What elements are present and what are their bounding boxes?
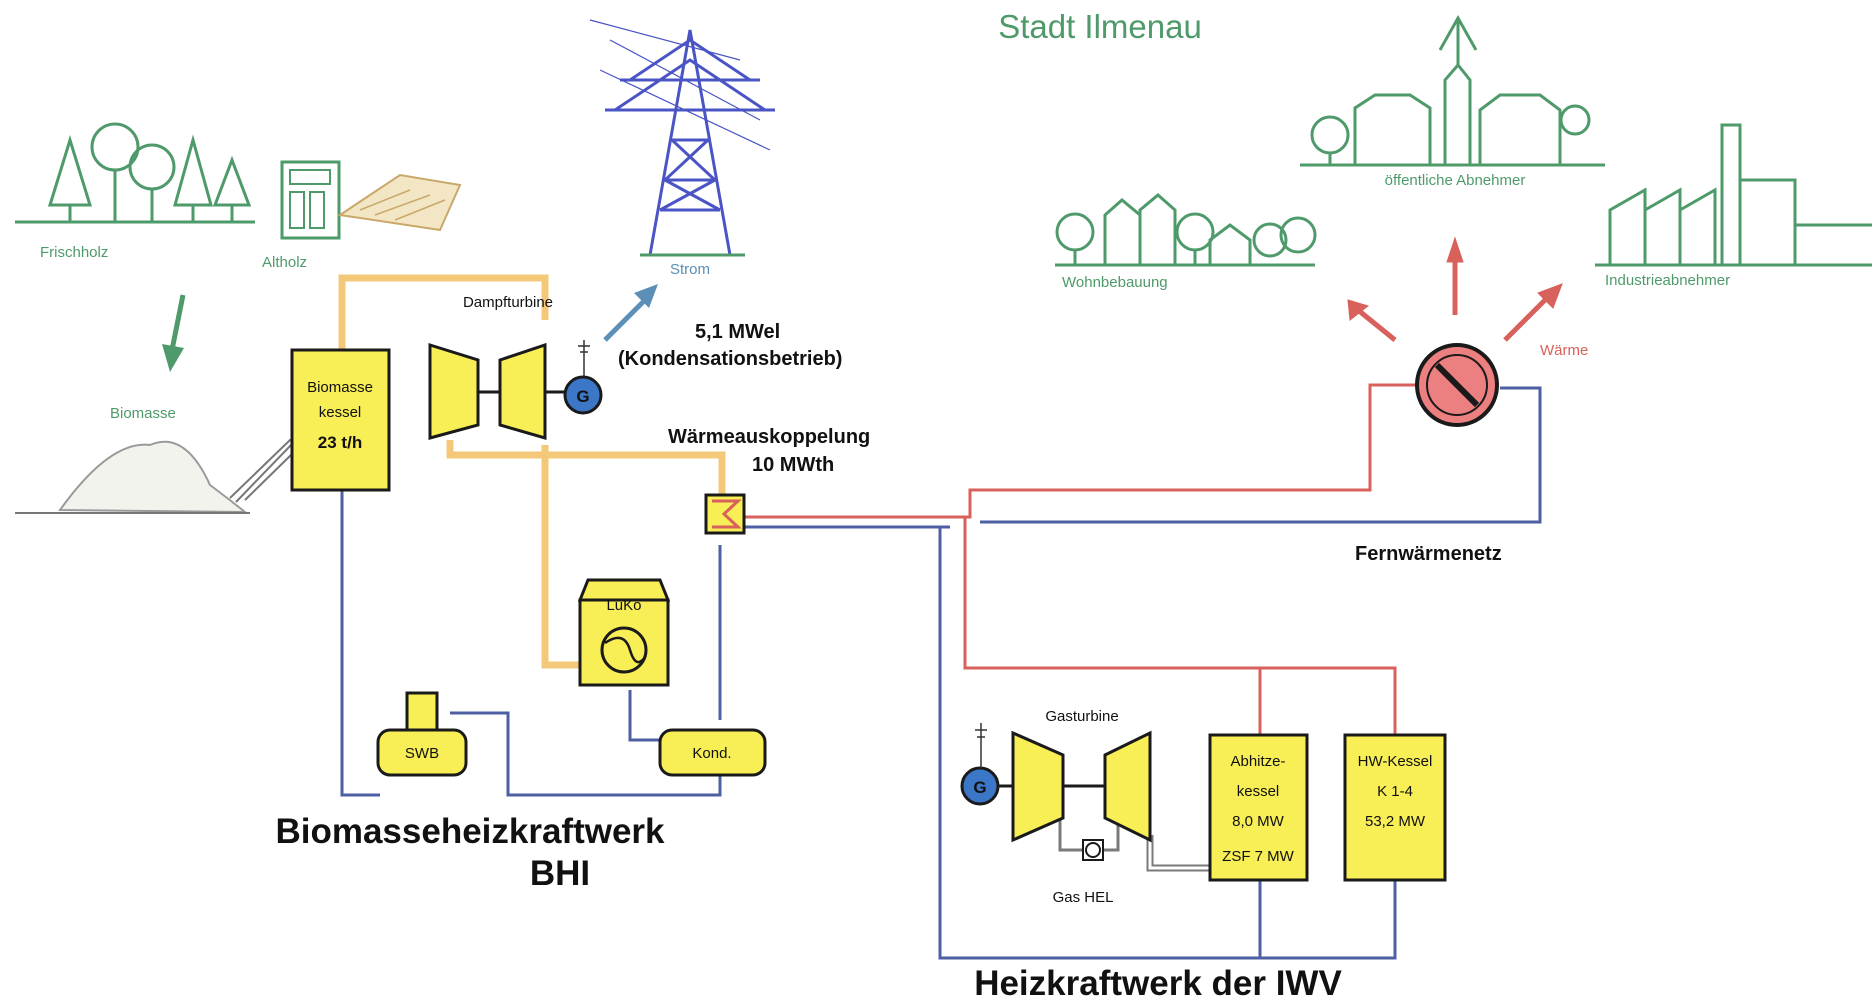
swb-tank bbox=[376, 691, 468, 777]
biomass-arrow-icon bbox=[162, 294, 186, 372]
hw-label-3: 53,2 MW bbox=[1365, 813, 1426, 830]
district-heat-exchanger-icon bbox=[1415, 343, 1499, 427]
steam-turbine-icon bbox=[428, 342, 565, 440]
abhitze-label-2: kessel bbox=[1237, 783, 1280, 800]
fernwaermenetz-label: Fernwärmenetz bbox=[1355, 543, 1502, 565]
oeffentliche-label: öffentliche Abnehmer bbox=[1385, 172, 1526, 189]
swb-label: SWB bbox=[405, 745, 439, 762]
supply-line-main bbox=[745, 383, 1415, 519]
waste-heat-boiler-box bbox=[1208, 733, 1309, 882]
frischholz-label: Frischholz bbox=[40, 244, 108, 261]
kond-label: Kond. bbox=[692, 745, 731, 762]
heat-extraction-label: Wärmeauskoppelung bbox=[668, 426, 870, 448]
return-line-net bbox=[980, 386, 1542, 524]
heat-arrows-icon bbox=[1347, 236, 1563, 342]
housing-icon bbox=[1055, 193, 1317, 267]
luko-label: LuKo bbox=[606, 597, 641, 614]
generator-label: G bbox=[576, 387, 589, 406]
return-line-iwv bbox=[938, 527, 1397, 960]
return-line-luko-kond bbox=[628, 690, 660, 742]
return-line-kessel bbox=[340, 490, 380, 797]
strom-label: Strom bbox=[670, 261, 710, 278]
wohnbebauung-label: Wohnbebauung bbox=[1062, 274, 1168, 291]
pylon-icon bbox=[589, 19, 775, 256]
gas-hel-label: Gas HEL bbox=[1053, 889, 1114, 906]
biomass-boiler-box bbox=[290, 348, 391, 492]
bhi-title-line2: BHI bbox=[530, 854, 590, 893]
power-value: 5,1 MWel bbox=[695, 321, 780, 343]
biomass-pile-icon bbox=[15, 438, 295, 514]
abhitze-label-4: ZSF 7 MW bbox=[1222, 848, 1295, 865]
gas-turbine-icon bbox=[993, 730, 1152, 843]
gasturbine-exhaust bbox=[1146, 835, 1210, 872]
power-arrow-icon bbox=[603, 284, 658, 342]
steam-line-top bbox=[338, 274, 549, 350]
boiler-label-2: kessel bbox=[319, 404, 362, 421]
kond-tank bbox=[658, 728, 767, 777]
forest-icon bbox=[15, 122, 255, 224]
generator-iwv-icon bbox=[960, 723, 1000, 806]
waerme-label: Wärme bbox=[1540, 342, 1588, 359]
steam-line-extraction bbox=[446, 440, 726, 495]
power-mode: (Kondensationsbetrieb) bbox=[618, 348, 842, 370]
hw-label-2: K 1-4 bbox=[1377, 783, 1413, 800]
gasturbine-label: Gasturbine bbox=[1045, 708, 1118, 725]
industry-icon bbox=[1595, 123, 1872, 267]
industrie-label: Industrieabnehmer bbox=[1605, 272, 1730, 289]
heat-exchanger-icon bbox=[704, 493, 746, 535]
public-buildings-icon bbox=[1300, 14, 1605, 167]
return-line-swb-kond bbox=[450, 711, 722, 797]
luko-box bbox=[577, 578, 671, 687]
generator-icon bbox=[563, 340, 603, 415]
steam-line-luko bbox=[541, 445, 580, 669]
generator-iwv-label: G bbox=[973, 778, 986, 797]
abhitze-label-1: Abhitze- bbox=[1230, 753, 1285, 770]
abhitze-label-3: 8,0 MW bbox=[1232, 813, 1285, 830]
boiler-label-3: 23 t/h bbox=[318, 433, 362, 452]
altholz-label: Altholz bbox=[262, 254, 307, 271]
city-title: Stadt Ilmenau bbox=[998, 8, 1202, 45]
altholz-icon bbox=[280, 160, 462, 240]
bhi-title-line1: Biomasseheizkraftwerk bbox=[275, 812, 665, 851]
iwv-title: Heizkraftwerk der IWV bbox=[974, 964, 1342, 1002]
boiler-label-1: Biomasse bbox=[307, 379, 373, 396]
dampfturbine-label: Dampfturbine bbox=[463, 294, 553, 311]
biomasse-label: Biomasse bbox=[110, 405, 176, 422]
hw-boiler-box bbox=[1343, 733, 1447, 882]
hw-label-1: HW-Kessel bbox=[1358, 753, 1433, 770]
supply-line-iwv bbox=[963, 517, 1397, 735]
heat-extraction-value: 10 MWth bbox=[752, 454, 834, 476]
gas-valve-icon bbox=[1082, 839, 1104, 861]
